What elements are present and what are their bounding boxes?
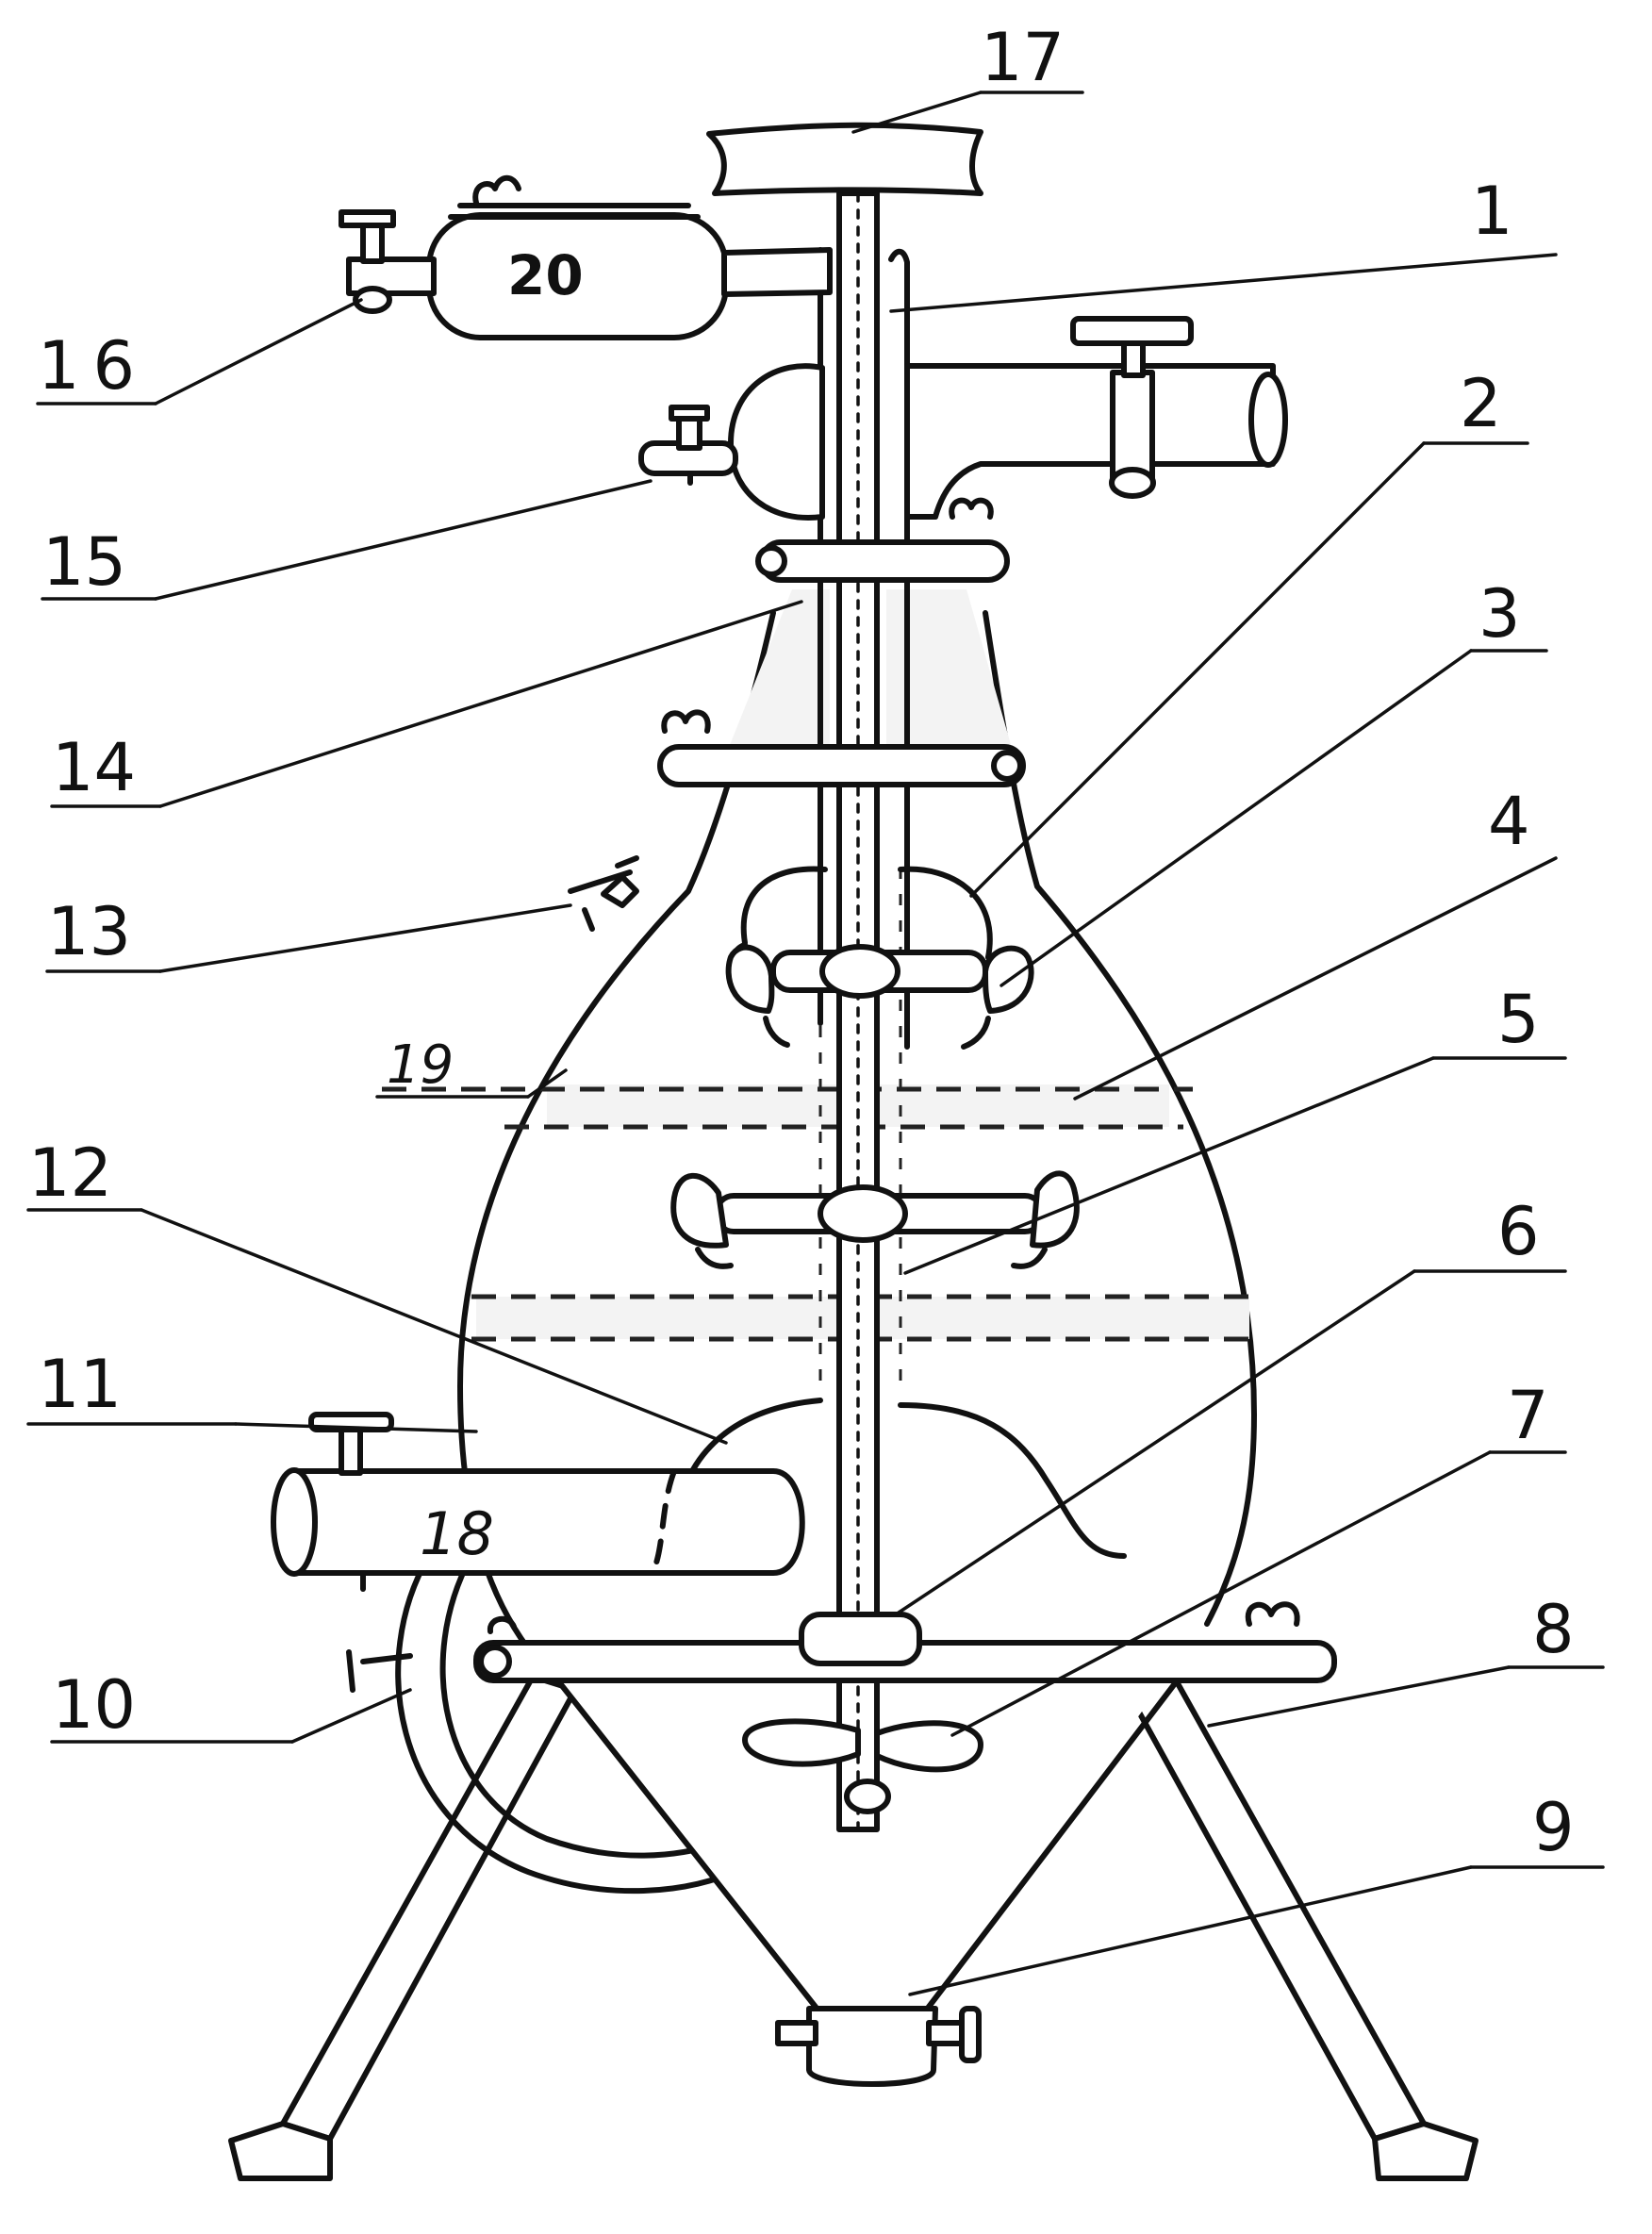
middle-clamp [657,709,1026,787]
callout-8: 8 [1532,1591,1575,1668]
tank-label: 20 [507,243,584,307]
callout-14: 14 [52,729,136,806]
central-shaft [818,190,910,1832]
callout-10: 10 [52,1666,136,1744]
drive-pulley [706,122,983,196]
callout-9: 9 [1532,1789,1575,1866]
callout-5: 5 [1497,981,1540,1058]
callout-6: 6 [1497,1193,1540,1270]
side-loop-pipe [346,1553,748,1895]
callout-15: 15 [42,523,126,601]
callout-labels: 17 1 2 3 4 5 6 7 8 9 10 11 12 13 14 15 1… [28,19,1575,1866]
lower-baffle-right [898,1402,1127,1559]
bottom-outlet [775,2006,982,2087]
top-tank [339,174,833,340]
callout-1: 1 [1471,173,1513,250]
nozzle-13 [568,855,639,932]
bottom-propeller [742,1718,983,1814]
callout-17: 17 [981,19,1065,96]
callout-4: 4 [1488,783,1530,860]
upper-housing [638,316,1288,521]
bottom-bearing [799,1612,922,1666]
baffle-right [898,866,993,960]
lower-impeller [670,1170,1080,1269]
callout-11: 11 [38,1346,122,1423]
callout-12: 12 [28,1134,112,1212]
baffle-left [740,866,828,946]
callout-16: 16 [38,327,148,405]
callout-7: 7 [1507,1377,1549,1454]
pipe-label: 18 [420,1499,494,1568]
callout-3: 3 [1479,575,1521,653]
upper-clamp [755,539,1010,583]
callout-13: 13 [47,893,131,970]
inlet-pipe [271,1412,805,1592]
callout-19: 19 [387,1034,454,1096]
callout-2: 2 [1460,365,1502,442]
leader-lines [26,91,1605,1996]
